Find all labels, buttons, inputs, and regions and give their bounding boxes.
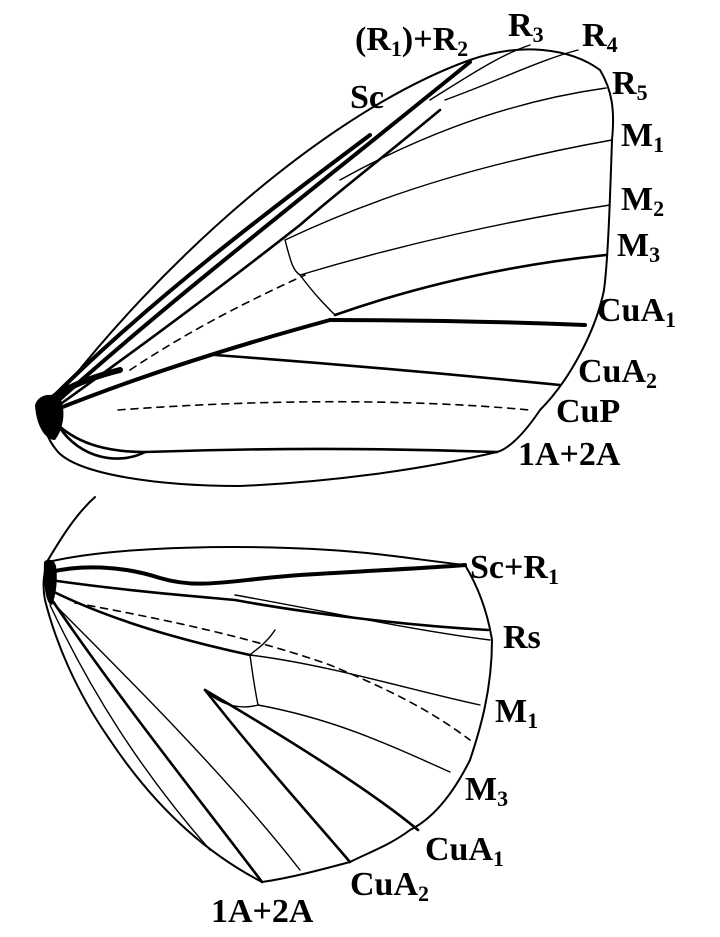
label-hw-cua2: CuA2 [350,866,429,906]
forewing [35,45,613,486]
label-hw-cua1: CuA1 [425,831,504,871]
discal-cell-bar [285,240,335,315]
label-r3: R3 [508,7,544,47]
hindwing-base-knob [44,560,57,605]
vein-cup [118,402,530,410]
vein-sc-r1 [50,565,465,584]
forewing-outline [45,49,613,486]
vein-hw-anal-inner [50,600,300,870]
label-cua2: CuA2 [578,353,657,393]
vein-m1 [285,140,612,240]
vein-hw-1a2a [52,600,262,882]
label-r5: R5 [612,65,648,105]
vein-cua2 [215,355,560,385]
label-r1-r2: (R1)+R2 [355,21,468,61]
forewing-labels: (R1)+R2 R3 R4 R5 Sc M1 M2 M3 CuA1 CuA2 C… [350,7,676,473]
label-m2: M2 [621,181,664,221]
label-m1: M1 [621,117,664,157]
vein-sc [50,135,370,400]
vein-anal-loop [58,425,145,459]
label-m3: M3 [617,227,660,267]
label-r4: R4 [582,17,618,57]
vein-hw-cua1 [205,690,418,830]
vein-cua1 [330,320,585,325]
vein-m3 [335,255,606,315]
vein-hw-3a [50,605,210,850]
label-sc: Sc [350,79,384,116]
vein-rs-stem [50,580,488,630]
vein-1a2a [58,425,497,452]
wing-connector-line [48,497,95,560]
vein-r1r2 [50,62,470,408]
label-hw-1a2a: 1A+2A [211,893,314,930]
label-hw-m3: M3 [465,771,508,811]
label-sc-r1: Sc+R1 [470,549,559,589]
label-hw-m1: M1 [495,693,538,733]
vein-r-stem [55,110,440,408]
label-cup: CuP [556,393,620,430]
label-cua1: CuA1 [597,292,676,332]
label-forewing-1a2a: 1A+2A [518,436,621,473]
vein-m2 [300,205,610,275]
label-rs: Rs [503,619,541,656]
